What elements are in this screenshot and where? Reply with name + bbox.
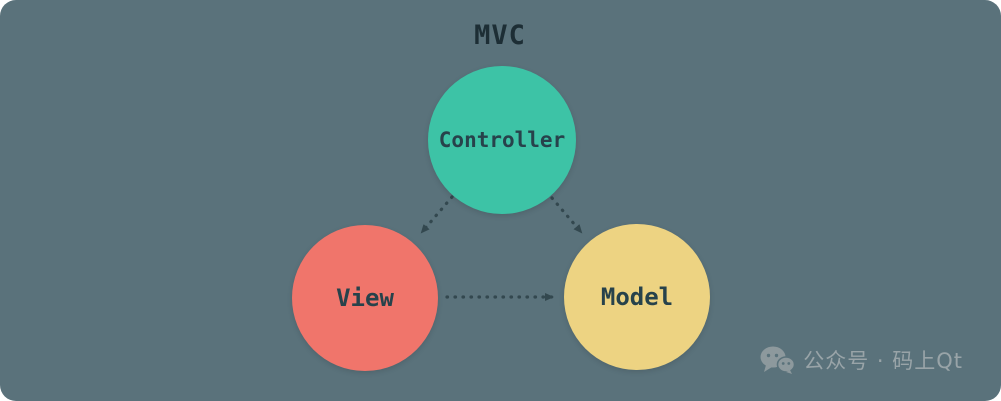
node-model: Model <box>564 224 710 370</box>
node-view: View <box>292 225 438 371</box>
node-model-label: Model <box>600 283 674 311</box>
diagram-title: MVC <box>474 20 526 51</box>
node-controller: Controller <box>428 66 576 214</box>
node-view-label: View <box>336 284 394 312</box>
wechat-icon <box>760 346 795 374</box>
node-controller-label: Controller <box>438 128 566 152</box>
watermark-text: 公众号 · 码上Qt <box>803 349 963 373</box>
watermark: 公众号 · 码上Qt <box>760 345 963 375</box>
